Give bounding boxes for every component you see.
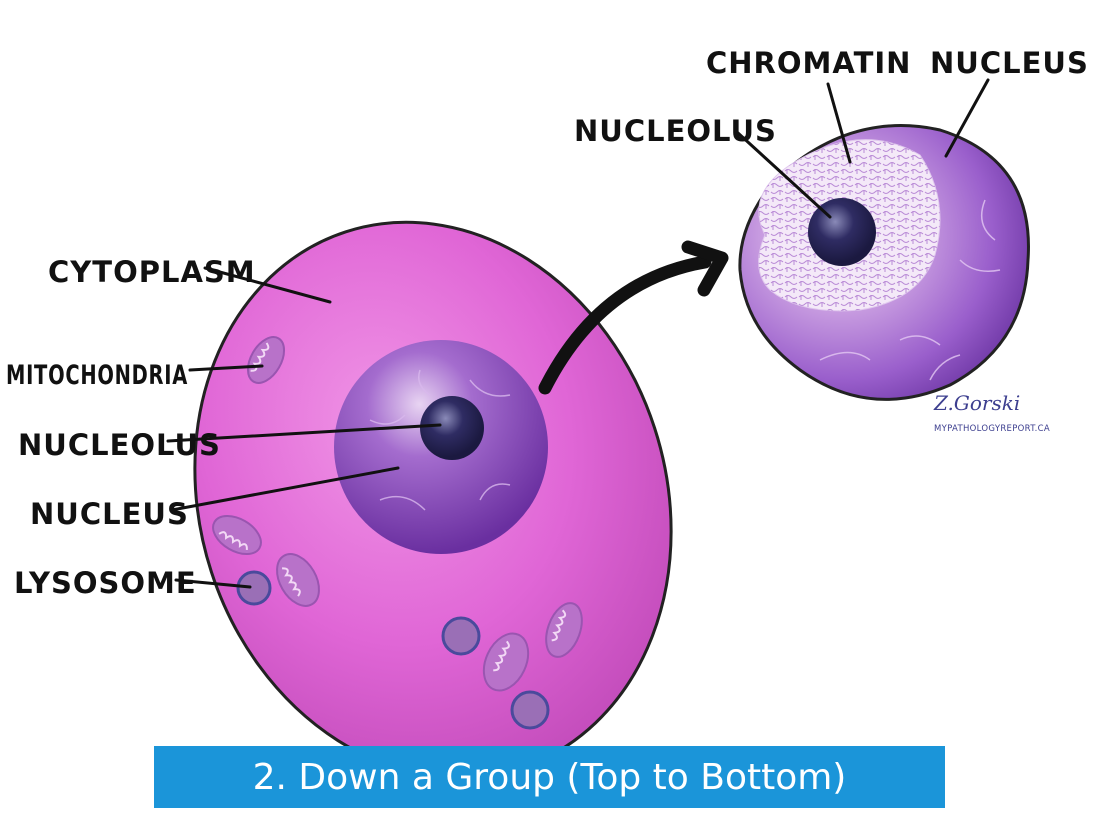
nucleus-texture [369, 369, 511, 511]
caption-bar: 2. Down a Group (Top to Bottom) [154, 746, 945, 808]
enlarged-nucleus [738, 124, 1030, 401]
artist-signature: Z.Gorski MYPATHOLOGYREPORT.CA [933, 391, 1050, 434]
lysosome [441, 616, 481, 656]
cell [193, 220, 673, 780]
label-nucleus: NUCLEUS [30, 497, 189, 531]
signature-author: Z.Gorski [933, 391, 1020, 415]
label-nucleus-enlarged: NUCLEUS [930, 46, 1089, 80]
nucleus-texture [819, 199, 1001, 381]
label-chromatin: CHROMATIN [706, 46, 911, 80]
mitochondrion [246, 336, 286, 384]
mitochondrion [212, 515, 262, 555]
lysosome [236, 570, 272, 606]
label-mitochondria: MITOCHONDRIA [6, 360, 188, 391]
mitochondrion [482, 632, 530, 692]
caption-text: 2. Down a Group (Top to Bottom) [252, 756, 847, 798]
lysosome [510, 690, 550, 730]
label-lysosome: LYSOSOME [14, 566, 197, 600]
nucleolus [420, 396, 484, 460]
label-nucleolus-enlarged: NUCLEOLUS [574, 114, 777, 148]
leader-lines [166, 78, 990, 589]
mitochondrion [276, 553, 320, 607]
mitochondrion [545, 602, 583, 658]
zoom-arrow [538, 240, 729, 395]
label-nucleolus: NUCLEOLUS [18, 428, 221, 462]
signature-site: MYPATHOLOGYREPORT.CA [934, 424, 1050, 434]
label-cytoplasm: CYTOPLASM [48, 255, 256, 289]
nucleolus [808, 198, 876, 266]
